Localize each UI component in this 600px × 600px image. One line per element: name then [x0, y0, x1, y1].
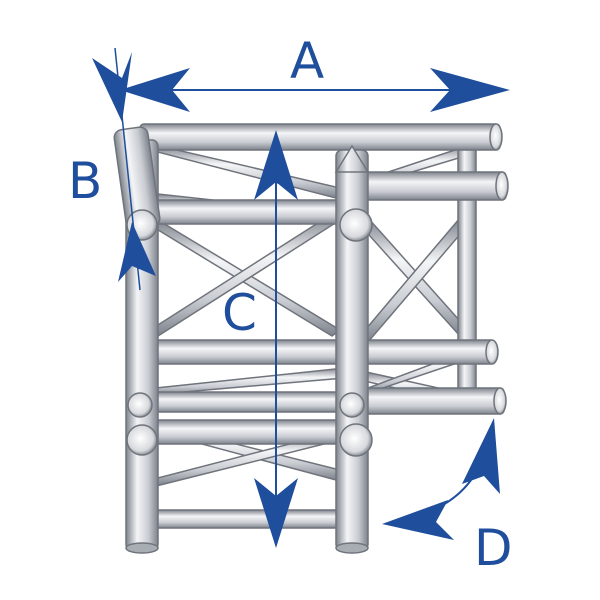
horizontal-chord-top-front [144, 199, 356, 225]
dimension-d-label: D [474, 519, 513, 577]
dimension-c-arrow-top [254, 130, 298, 200]
dimension-b-label: B [68, 152, 102, 210]
dimension-a-arrow-left [120, 68, 190, 112]
chord-end-bottom-front-right [493, 387, 507, 415]
foot-right [335, 542, 369, 554]
dimension-b-arrow-bottom [118, 222, 156, 282]
dimension-c-label: C [222, 284, 257, 342]
dimension-c-arrow-bottom [254, 478, 298, 548]
brace-top-left [147, 145, 342, 199]
horizontal-chord-top-front-right [349, 171, 507, 201]
corner-cone [334, 144, 370, 173]
tube-end-bottom-right [339, 423, 373, 457]
dimension-annotations: A B C D [68, 32, 513, 577]
tube-end-mid-left [127, 392, 153, 418]
brace-lower-left-1 [148, 367, 346, 396]
tube-end-bottom-left [126, 424, 158, 456]
truss-structure [113, 123, 509, 554]
horizontal-chord-base [151, 509, 353, 529]
dimension-b-arrow-top [92, 52, 132, 122]
dimension-d-arrow-left [382, 500, 454, 540]
foot-left [125, 542, 159, 554]
dimension-a-label: A [290, 32, 324, 90]
dimension-d-arrow-top [462, 418, 500, 494]
horizontal-chord-mid-back [149, 339, 496, 365]
chord-end-top-front-right [495, 171, 509, 201]
dimension-a-arrow-right [430, 68, 510, 112]
horizontal-chord-lower [149, 391, 351, 413]
chord-end-top-back [489, 123, 503, 151]
horizontal-chord-bottom-front [147, 419, 359, 445]
chord-end-mid-back [485, 339, 499, 365]
tube-end-top-right [339, 208, 373, 242]
horizontal-chord-top-back [139, 123, 501, 151]
tube-end-mid-right [339, 392, 365, 418]
horizontal-chord-bottom-front-right [351, 387, 505, 415]
